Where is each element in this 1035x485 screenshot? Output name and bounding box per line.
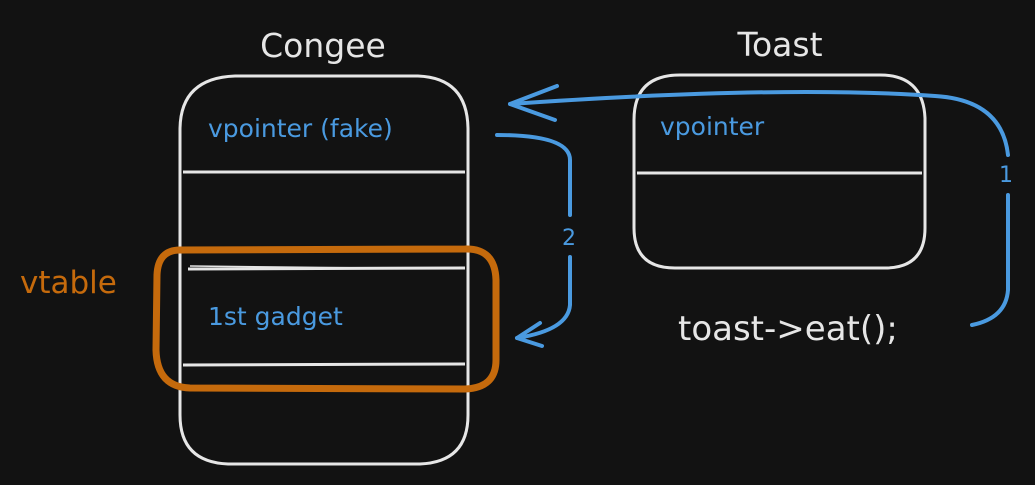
toast-title: Toast [736, 25, 822, 64]
arrow-2: 2 [495, 133, 576, 348]
vtable-label: vtable [20, 265, 117, 301]
vtable-highlight: vtable [20, 245, 500, 393]
arrow-1-line [508, 89, 1010, 327]
arrow-1: 1 [508, 84, 1013, 327]
arrow-2-label: 2 [562, 226, 576, 251]
congee-vpointer-label: vpointer (fake) [208, 114, 393, 143]
toast-box [632, 73, 927, 270]
congee-gadget-label: 1st gadget [208, 302, 343, 331]
toast-vpointer-label: vpointer [660, 112, 765, 141]
toast-object: Toast vpointer [632, 25, 927, 270]
congee-title: Congee [260, 26, 386, 65]
arrow-1-label: 1 [999, 163, 1013, 188]
congee-box [178, 74, 470, 466]
arrow-2-head [515, 321, 544, 348]
arrow-1-head [508, 84, 559, 122]
congee-divider-2-sketch [189, 265, 376, 269]
call-expression: toast->eat(); [678, 309, 898, 349]
vtable-box [152, 245, 500, 393]
congee-divider-3 [182, 362, 466, 367]
arrow-2-line [495, 133, 572, 340]
congee-divider-2 [187, 266, 466, 271]
congee-object: Congee vpointer (fake) 1st gadget [178, 26, 470, 466]
